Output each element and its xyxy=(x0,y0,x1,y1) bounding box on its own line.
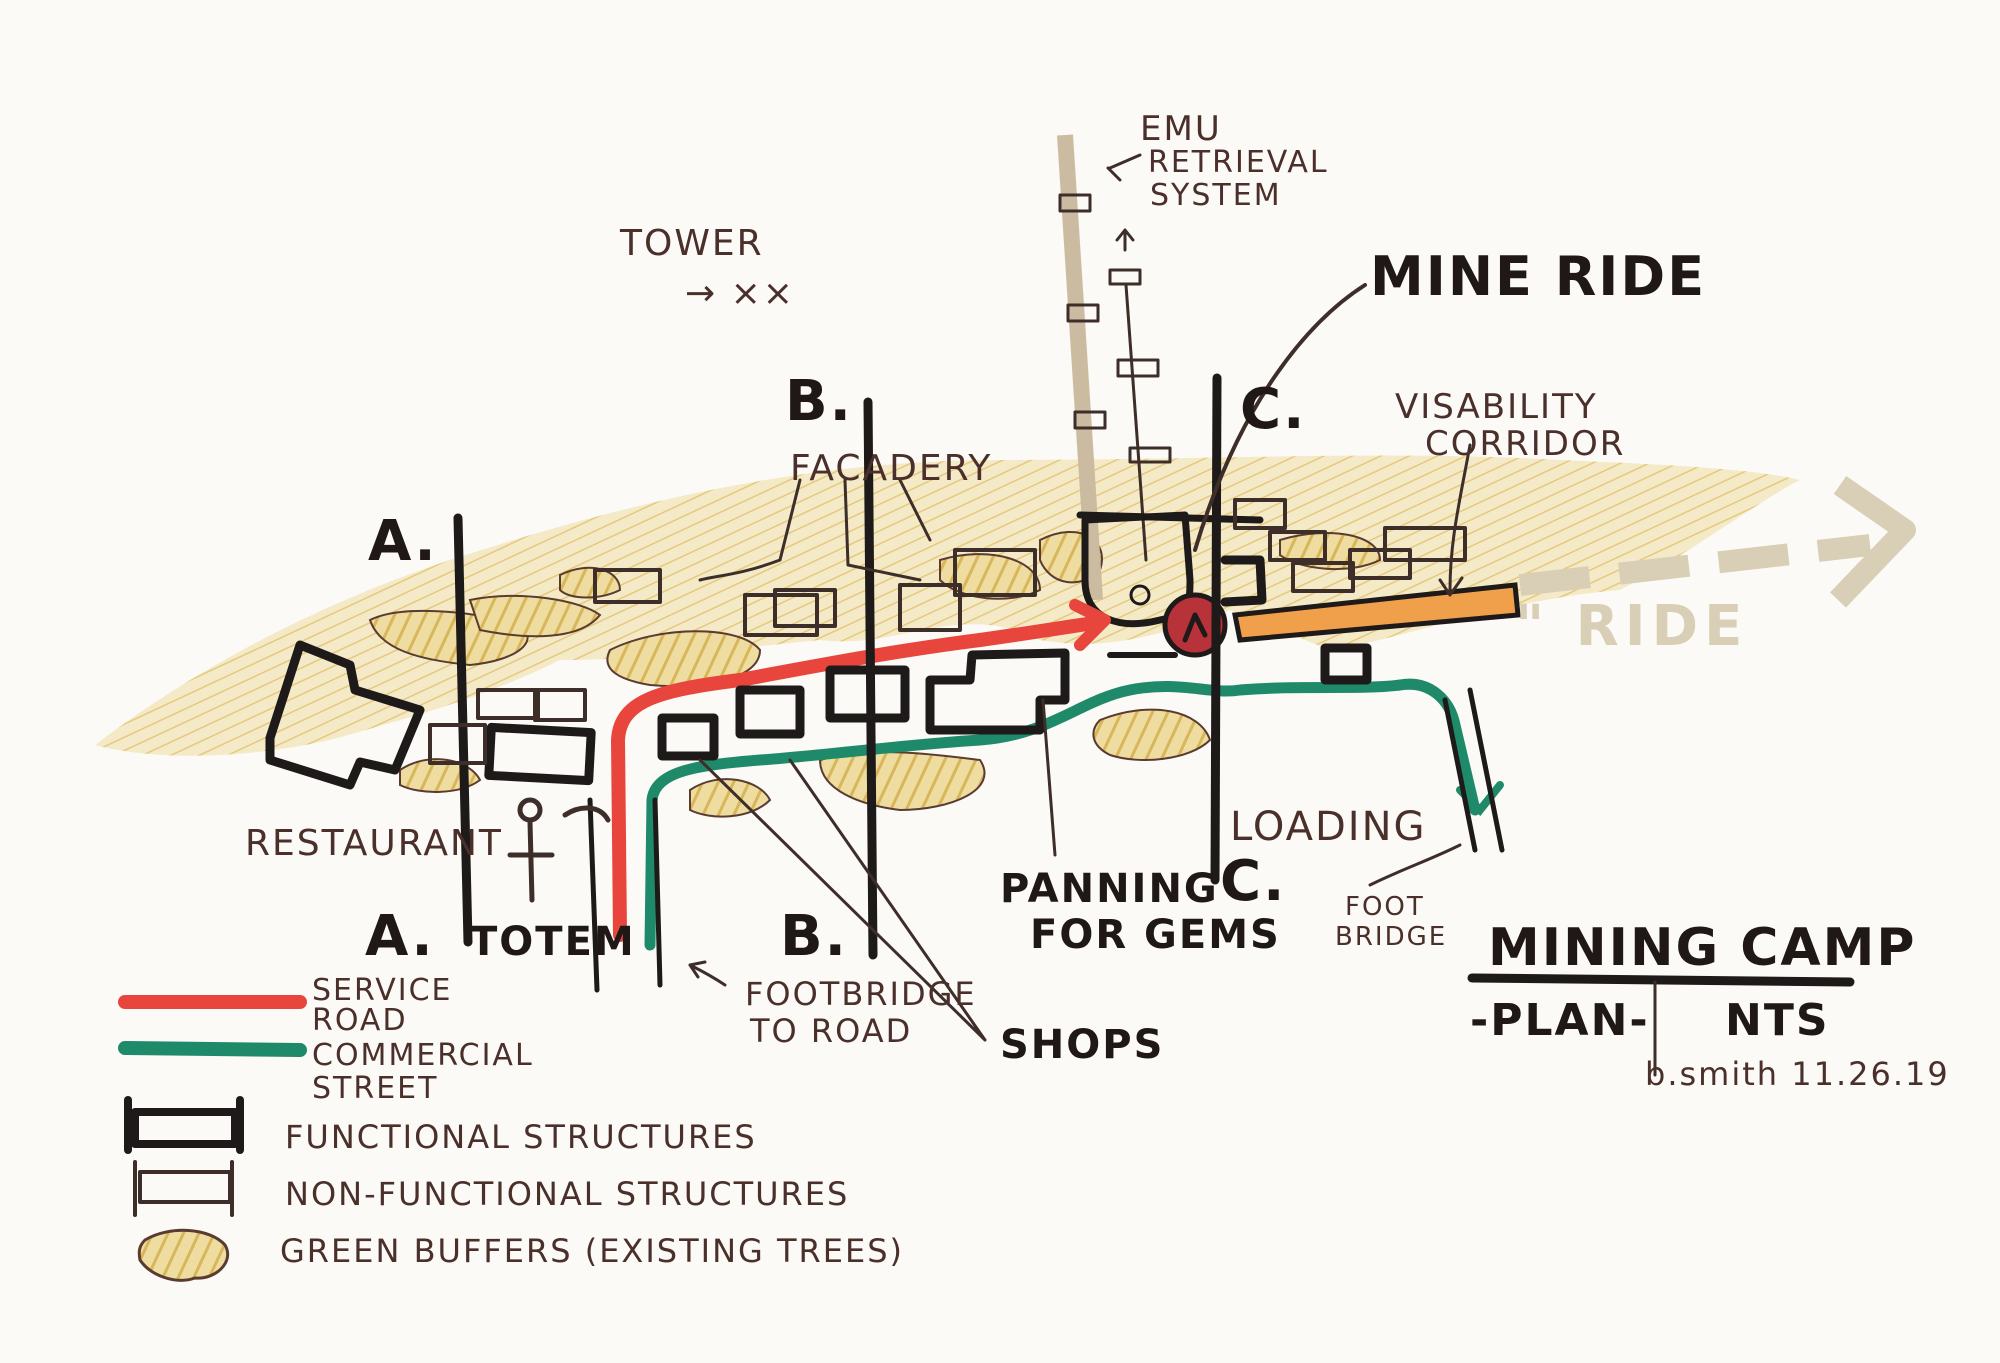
label-tower: TOWER xyxy=(619,223,764,264)
label-footbridge-1: FOOTBRIDGE xyxy=(745,975,977,1013)
legend-functional-label: FUNCTIONAL STRUCTURES xyxy=(285,1118,757,1156)
foot-bridge-pointer xyxy=(1368,843,1462,887)
mine-ride-roof xyxy=(1076,511,1264,524)
title-signature: b.smith 11.26.19 xyxy=(1645,1055,1950,1093)
functional-structures xyxy=(265,555,1372,790)
label-mine-ride: MINE RIDE xyxy=(1370,245,1706,308)
title-scale: NTS xyxy=(1725,995,1830,1046)
label-panning-2: FOR GEMS xyxy=(1030,912,1281,958)
title-sub: -PLAN- xyxy=(1470,995,1650,1046)
ride-corridor xyxy=(1232,582,1521,643)
label-totem: TOTEM xyxy=(470,919,636,965)
commercial-street xyxy=(644,678,1481,951)
legend-service-road-line2: ROAD xyxy=(312,1003,408,1038)
ride-arrow xyxy=(1518,475,1916,608)
panning-pointer xyxy=(1041,698,1057,857)
section-b-bottom: B. xyxy=(780,904,848,969)
restaurant-building xyxy=(265,640,425,790)
label-retrieval: RETRIEVAL xyxy=(1148,145,1329,180)
label-facadery: FACADERY xyxy=(790,448,992,489)
footbridge-pointer xyxy=(688,960,727,987)
section-line-b xyxy=(863,397,878,960)
hub-arrow xyxy=(1182,612,1208,643)
functional-structure xyxy=(1320,643,1372,685)
foot-bridge-right xyxy=(1442,687,1505,853)
legend-functional-swatch xyxy=(124,1096,244,1154)
totem-figure xyxy=(507,797,611,903)
label-bridge: BRIDGE xyxy=(1335,922,1447,952)
legend-commercial-street-line1: COMMERCIAL xyxy=(312,1038,534,1073)
section-b-top: B. xyxy=(785,369,853,434)
section-a-top: A. xyxy=(368,509,438,574)
label-tower-mark: → ×× xyxy=(685,273,795,314)
legend-service-road-line1: SERVICE xyxy=(312,973,452,1008)
service-road xyxy=(611,615,1107,942)
section-line-a xyxy=(453,513,473,947)
label-visability: VISABILITY xyxy=(1395,387,1598,427)
mine-ride-building xyxy=(1081,511,1194,628)
legend-buffer-swatch xyxy=(137,1228,230,1282)
label-footbridge-2: TO ROAD xyxy=(749,1012,912,1050)
label-loading: LOADING xyxy=(1230,804,1427,850)
label-corridor: CORRIDOR xyxy=(1425,424,1625,464)
tree-clump xyxy=(559,566,622,599)
label-system: SYSTEM xyxy=(1150,178,1282,213)
service-road-arrowhead xyxy=(1069,599,1111,651)
section-a-bottom: A. xyxy=(365,904,435,969)
section-line-c xyxy=(1210,373,1222,885)
title-main: MINING CAMP xyxy=(1488,918,1917,978)
functional-structure xyxy=(735,685,805,739)
functional-structure xyxy=(657,713,719,761)
facadery-pointers xyxy=(698,478,932,582)
functional-structure xyxy=(825,665,910,723)
functional-structure xyxy=(925,648,1070,735)
label-ride: " RIDE xyxy=(1515,594,1748,659)
label-restaurant: RESTAURANT xyxy=(245,823,503,864)
legend-commercial-street-swatch xyxy=(118,1041,307,1057)
legend-commercial-street-line2: STREET xyxy=(312,1071,438,1106)
label-foot: FOOT xyxy=(1345,892,1425,922)
label-panning-1: PANNING xyxy=(1000,866,1219,912)
title-underline xyxy=(1467,973,1855,987)
tree-buffer-band xyxy=(95,455,1800,756)
functional-structure xyxy=(1220,555,1267,607)
ride-car xyxy=(1129,584,1151,606)
section-c-top: C. xyxy=(1240,377,1306,442)
emu-pointer-arrow xyxy=(1106,153,1142,182)
mine-ride-pointer xyxy=(1193,283,1367,552)
tree-clump xyxy=(818,751,986,812)
ride-hub-circle xyxy=(1162,592,1228,658)
legend-buffer-label: GREEN BUFFERS (EXISTING TREES) xyxy=(280,1232,904,1270)
label-shops: SHOPS xyxy=(1000,1022,1164,1068)
footbridge-to-road xyxy=(587,797,663,993)
shops-pointers xyxy=(698,758,987,1042)
visability-pointer xyxy=(1438,443,1472,597)
legend-non-functional-swatch xyxy=(133,1160,234,1217)
non-functional-structures xyxy=(428,498,1467,765)
section-c-bottom: C. xyxy=(1220,849,1286,914)
functional-structure xyxy=(484,722,596,786)
tree-clump xyxy=(1092,708,1212,761)
label-emu: EMU xyxy=(1140,109,1222,149)
tree-clump xyxy=(468,595,602,638)
tree-clump xyxy=(689,778,772,818)
legend-non-functional-label: NON-FUNCTIONAL STRUCTURES xyxy=(285,1175,849,1213)
